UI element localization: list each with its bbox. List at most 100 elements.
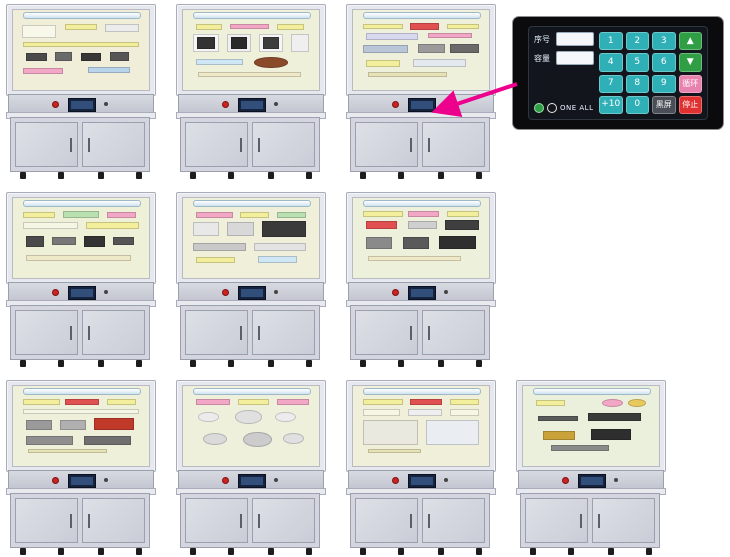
fluorescent-tube-icon [362,200,482,207]
board-label-chip [243,431,273,447]
board-label-chip [450,43,480,54]
control-screen [68,474,96,488]
cabinet-base [520,493,660,548]
caster-wheel [568,548,574,555]
board-label-chip [104,23,140,32]
board-label-chip [277,211,307,218]
keypad-field-value[interactable] [556,32,594,46]
fluorescent-tube-icon [362,388,482,395]
board-label-chip [229,23,270,30]
caster-wheel [476,548,482,555]
training-cabinet-9 [346,380,496,556]
board-label-chip [538,415,578,422]
display-case [176,4,326,96]
demo-board [12,197,150,279]
keypad-key-+10[interactable]: +10 [599,95,623,114]
keypad-key-[interactable]: ▼ [678,53,702,72]
training-cabinet-7 [6,380,156,556]
board-label-chip [362,399,403,406]
cabinet-base [180,305,320,360]
power-button [52,289,60,296]
demo-board [182,9,320,91]
door-handle [410,513,412,528]
keypad-field-value[interactable] [556,51,594,65]
fluorescent-tube-icon [192,200,312,207]
cabinet-door-right [252,310,315,355]
board-label-chip [22,399,60,406]
one-all-label: ONE ALL [560,104,594,112]
cabinet-base [180,493,320,548]
board-label-chip [240,211,270,218]
board-label-chip [25,235,45,247]
board-label-chip [65,23,97,30]
board-label-chip [410,23,440,30]
door-handle [428,325,430,340]
aux-button [104,478,109,482]
power-button [222,101,230,108]
caster-wheel [98,360,104,367]
caster-wheel [136,172,142,179]
cabinet-door-left [185,122,248,167]
board-label-chip [235,410,262,424]
one-indicator-icon[interactable] [534,103,544,113]
keypad-key-3[interactable]: 3 [652,32,676,51]
caster-wheel [98,172,104,179]
console-bench [348,94,494,114]
training-cabinet-5 [176,192,326,368]
fluorescent-tube-icon [192,12,312,19]
keypad-key-6[interactable]: 6 [652,53,676,72]
display-case [346,192,496,284]
cabinet-door-right [422,498,485,543]
cabinet-base [10,117,150,172]
board-label-chip [86,222,140,230]
keypad-key-[interactable]: ▲ [678,32,702,51]
keypad-key-4[interactable]: 4 [599,53,623,72]
keypad-key-8[interactable]: 8 [625,74,649,93]
cabinet-door-right [252,498,315,543]
keypad-key-停止[interactable]: 停止 [678,95,702,114]
board-label-chip [365,33,419,40]
board-label-chip [627,399,647,408]
caster-wheel [268,172,274,179]
board-label-chip [407,211,440,218]
cabinet-door-right [422,122,485,167]
board-label-chip [22,211,55,218]
door-handle [598,513,600,528]
power-button [392,289,400,296]
caster-wheel [360,360,366,367]
power-button [222,289,230,296]
keypad-key-0[interactable]: 0 [625,95,649,114]
demo-board [352,385,490,467]
keypad-key-循环[interactable]: 循环 [678,74,702,93]
board-label-chip [22,222,79,230]
cabinet-base [180,117,320,172]
board-label-chip [410,399,443,406]
cabinet-door-left [355,310,418,355]
keypad-key-黑屏[interactable]: 黑屏 [652,95,676,114]
demo-board [182,385,320,467]
board-label-chip [447,211,480,218]
door-handle [428,513,430,528]
cabinet-door-right [592,498,655,543]
caster-wheel [98,548,104,555]
cabinet-base [350,117,490,172]
all-indicator-icon[interactable] [547,103,557,113]
caster-wheel [58,360,64,367]
cabinet-door-left [185,498,248,543]
board-label-chip [277,399,310,406]
cabinet-door-right [82,122,145,167]
board-label-chip [112,237,134,246]
board-label-chip [192,242,246,251]
caster-wheel [136,360,142,367]
console-bench [8,282,154,302]
aux-button [274,290,279,294]
door-handle [428,137,430,152]
keypad-key-2[interactable]: 2 [625,32,649,51]
keypad-key-9[interactable]: 9 [652,74,676,93]
keypad-key-7[interactable]: 7 [599,74,623,93]
training-cabinet-10 [516,380,666,556]
keypad-key-5[interactable]: 5 [625,53,649,72]
keypad-key-1[interactable]: 1 [599,32,623,51]
console-bench [518,470,664,490]
console-bench [348,470,494,490]
